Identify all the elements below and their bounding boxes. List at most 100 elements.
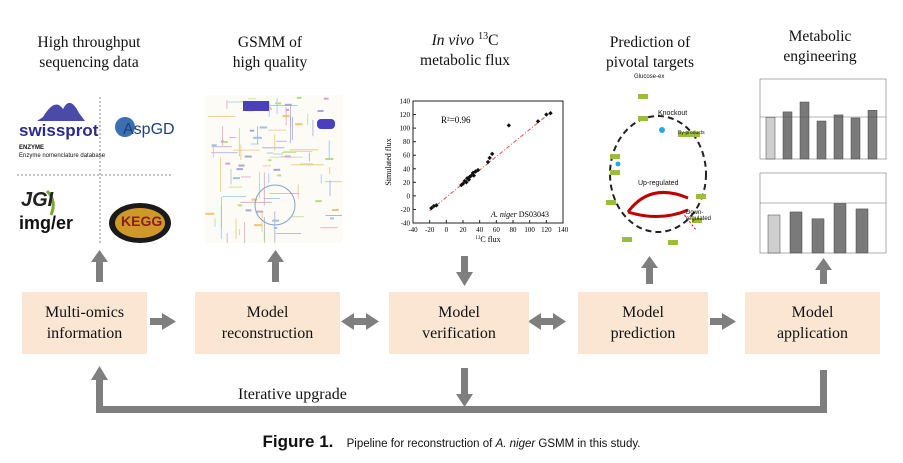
network-node — [205, 212, 215, 215]
network-node — [245, 209, 252, 212]
network-node — [238, 164, 245, 167]
box-line: Multi-omics — [44, 304, 125, 321]
network-node — [275, 102, 282, 105]
heading-line: sequencing data — [39, 54, 139, 71]
prediction-pathway-panel: Glucose-ex Knockout By-products Up-regul… — [600, 72, 720, 250]
heading-line: high quality — [232, 54, 308, 71]
strain-annotation: A. niger DS03043 — [490, 210, 549, 219]
bar — [811, 218, 825, 254]
network-node — [315, 200, 322, 203]
jgi-helix-icon — [45, 189, 55, 216]
network-node — [268, 159, 272, 162]
kegg-logo-text: KEGG — [121, 213, 163, 229]
network-node — [251, 198, 258, 201]
box-line: information — [46, 325, 123, 342]
x-axis-label: 13C flux — [475, 235, 500, 244]
data-point — [460, 181, 466, 186]
multi-omics-box: Multi-omics information — [22, 292, 147, 354]
data-point — [548, 111, 553, 116]
prediction-box: Model prediction — [578, 292, 708, 354]
network-node — [295, 123, 303, 126]
caption-italic: A. niger — [495, 438, 536, 450]
pathway-svg — [606, 94, 707, 245]
swissprot-logo: swissprot — [19, 121, 99, 140]
y-tick-label: -40 — [401, 220, 411, 228]
heading-italic: In vivo — [431, 32, 475, 50]
bar — [855, 208, 869, 254]
x-tick-label: 60 — [493, 226, 501, 234]
y-tick-label: 0 — [407, 192, 411, 200]
y-tick-label: 120 — [400, 111, 411, 119]
database-logos-panel: swissprot AspGD ENZYME Enzyme nomenclatu… — [15, 95, 175, 245]
y-tick-label: -20 — [401, 206, 411, 214]
imger-logo: img/er — [19, 213, 74, 233]
network-node — [277, 174, 282, 177]
heading-line: GSMM of — [237, 34, 303, 51]
network-node — [323, 97, 329, 100]
network-node — [249, 129, 255, 132]
network-node — [325, 157, 334, 160]
network-node — [282, 115, 290, 118]
x-tick-label: 100 — [524, 226, 535, 234]
heading-line: pivotal targets — [606, 54, 694, 71]
enzyme-subtitle: Enzyme nomenclature database — [19, 153, 106, 159]
network-node — [332, 209, 339, 212]
logo-grid-lines — [17, 97, 173, 243]
double-arrow — [341, 313, 379, 330]
box-line: Model — [622, 304, 664, 321]
bar — [799, 101, 810, 160]
heading-sequencing: High throughput sequencing data — [14, 33, 164, 73]
caption-text-after: GSMM in this study. — [538, 438, 641, 450]
network-node — [224, 141, 228, 144]
x-tick-label: 40 — [476, 226, 484, 234]
x-tick-label: 80 — [510, 226, 518, 234]
jgi-logo: JGI — [21, 189, 54, 211]
aspgd-logo: AspGD — [123, 121, 175, 138]
y-tick-label: 100 — [400, 125, 411, 133]
bar — [850, 117, 861, 160]
data-point — [473, 169, 478, 174]
data-point — [475, 167, 481, 173]
network-highlight — [243, 101, 269, 111]
network-node — [237, 204, 243, 207]
heading-line: In vivo 13C — [395, 27, 535, 51]
upregulated-arrow — [627, 208, 689, 218]
box-line: verification — [422, 325, 496, 342]
network-node — [225, 162, 231, 165]
network-node — [236, 168, 243, 171]
bar — [816, 120, 827, 160]
bar — [789, 211, 803, 254]
double-arrow — [528, 313, 566, 330]
network-node — [211, 144, 217, 147]
x-tick-label: 140 — [558, 226, 569, 234]
fit-line — [429, 110, 554, 212]
caption-text-before: Pipeline for reconstruction of — [346, 438, 493, 450]
heading-line: metabolic flux — [420, 52, 510, 70]
data-point — [489, 151, 495, 157]
up-arrow — [267, 250, 284, 282]
metabolic-network-map — [205, 95, 355, 263]
swissprot-mountain-icon — [37, 102, 85, 121]
network-node — [254, 224, 262, 227]
enzyme-title: ENZYME — [19, 145, 45, 151]
network-node — [284, 155, 291, 158]
heading-line: engineering — [783, 48, 857, 65]
reconstruction-box: Model reconstruction — [195, 292, 340, 354]
box-line: Model — [246, 304, 289, 321]
data-point — [429, 205, 434, 211]
upregulated-arrow — [626, 190, 689, 213]
bar — [782, 111, 793, 160]
network-node — [259, 126, 268, 129]
x-tick-label: 120 — [541, 226, 552, 234]
x-tick-label: 0 — [445, 226, 449, 234]
r2-annotation: R²=0.96 — [441, 115, 471, 125]
engineering-bar-charts — [750, 75, 890, 257]
y-tick-label: 80 — [403, 138, 411, 146]
aspgd-globe-icon — [115, 117, 135, 137]
up-arrow — [91, 250, 108, 282]
heading-prediction: Prediction of pivotal targets — [585, 33, 715, 73]
network-svg — [205, 96, 355, 263]
down-arrow — [456, 256, 473, 286]
x-tick-label: 20 — [460, 226, 468, 234]
